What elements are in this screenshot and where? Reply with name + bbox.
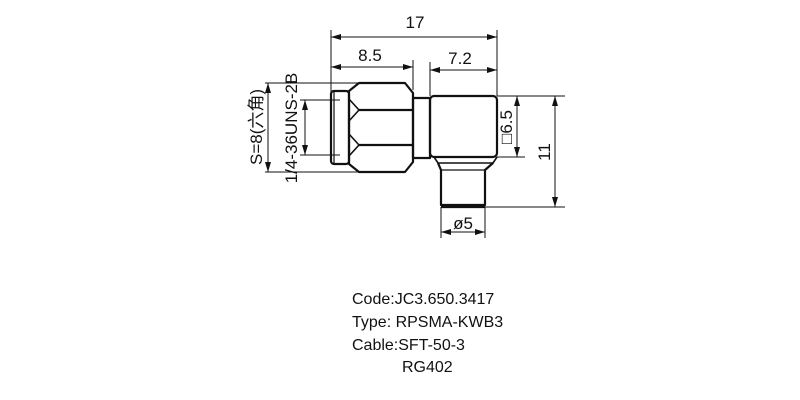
spec-type: Type: RPSMA-KWB3 xyxy=(352,314,504,331)
spec-cable: Cable:SFT-50-3 xyxy=(352,337,465,354)
dim-7-2: 7.2 xyxy=(448,49,472,68)
dim-diameter-5: ø5 xyxy=(453,214,473,233)
dim-8-5: 8.5 xyxy=(358,46,382,65)
spec-cable-alt: RG402 xyxy=(402,359,453,376)
dim-hex-size: S=8(六角) xyxy=(247,89,266,165)
dim-thread: 1/4-36UNS-2B xyxy=(282,73,301,184)
dim-17: 17 xyxy=(406,13,425,32)
connector-outline xyxy=(329,81,499,209)
spec-code: Code:JC3.650.3417 xyxy=(352,291,495,308)
dim-square-6-5: □6.5 xyxy=(497,110,516,144)
dim-11: 11 xyxy=(535,143,554,161)
